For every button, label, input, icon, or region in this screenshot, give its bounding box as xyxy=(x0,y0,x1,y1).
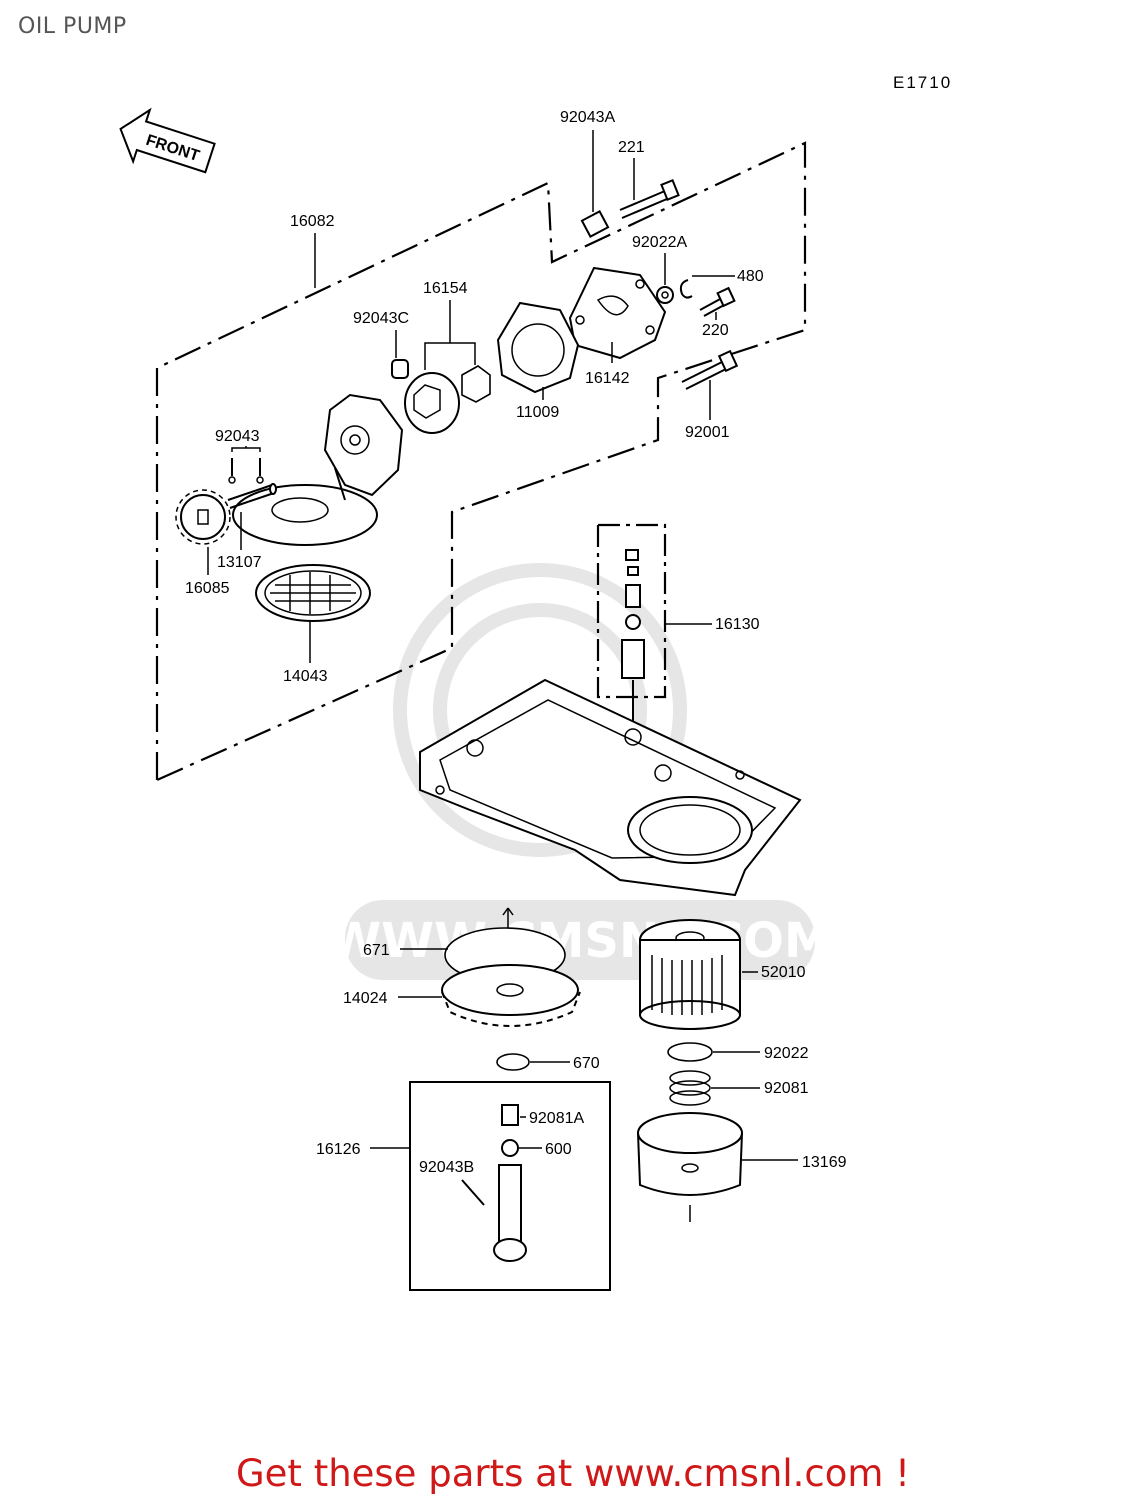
oil-pan-icon xyxy=(419,678,802,897)
label-670: 670 xyxy=(573,1055,600,1072)
label-16130: 16130 xyxy=(715,616,760,633)
label-221: 221 xyxy=(618,139,645,156)
rotor-16154-icon xyxy=(404,365,491,434)
relief-valve-outline xyxy=(596,523,667,699)
pump-cover-16142-icon xyxy=(568,266,667,360)
clip-480-icon xyxy=(679,279,693,299)
label-92022A: 92022A xyxy=(632,234,687,251)
label-92043C: 92043C xyxy=(353,310,409,327)
label-16142: 16142 xyxy=(585,370,630,387)
label-13169: 13169 xyxy=(802,1154,847,1171)
pump-body-icon xyxy=(232,393,404,546)
shaft-13107-icon xyxy=(227,483,277,509)
label-16085: 16085 xyxy=(185,580,230,597)
gasket-11009-icon xyxy=(496,301,580,394)
page-title: OIL PUMP xyxy=(18,14,127,39)
filter-cover-14024-icon xyxy=(441,964,581,1027)
label-92043: 92043 xyxy=(215,428,260,445)
bolt-221-icon xyxy=(619,179,680,219)
filter-case-13169-icon xyxy=(637,1112,743,1222)
part-labels: 92043A 221 16082 92022A 480 16154 92043C… xyxy=(185,109,847,1176)
pin-92043C-icon xyxy=(391,359,409,379)
label-16154: 16154 xyxy=(423,280,468,297)
sprocket-16085-icon xyxy=(175,489,231,545)
pins-92043-icon xyxy=(228,458,264,484)
label-14043: 14043 xyxy=(283,668,328,685)
label-671: 671 xyxy=(363,942,390,959)
collar-92043A-icon xyxy=(580,210,610,238)
bolt-220-icon xyxy=(699,286,736,317)
pump-assembly-outline xyxy=(155,141,807,782)
washer-92022A-icon xyxy=(656,286,674,304)
label-92043A: 92043A xyxy=(560,109,615,126)
label-600: 600 xyxy=(545,1141,572,1158)
label-220: 220 xyxy=(702,322,729,339)
bolt-92001-icon xyxy=(681,349,739,390)
label-13107: 13107 xyxy=(217,554,262,571)
o-ring-670-icon xyxy=(496,1053,530,1071)
oil-screen-14043-icon xyxy=(255,564,371,622)
diagram-code: E1710 xyxy=(893,73,952,92)
label-52010: 52010 xyxy=(761,964,806,981)
label-11009: 11009 xyxy=(516,404,559,421)
label-92081A: 92081A xyxy=(529,1110,584,1127)
label-16082: 16082 xyxy=(290,213,335,230)
label-92001: 92001 xyxy=(685,424,730,441)
watermark-text: WWW.CMSNL.COM xyxy=(328,913,832,969)
oil-filter-52010-icon xyxy=(639,919,741,1030)
label-92081: 92081 xyxy=(764,1080,809,1097)
label-16126: 16126 xyxy=(316,1141,361,1158)
spring-92081-icon xyxy=(669,1070,711,1106)
front-arrow-icon: FRONT xyxy=(119,107,216,174)
leader-lines xyxy=(207,130,798,1161)
bypass-valve-16126-icon xyxy=(461,1104,527,1262)
label-480: 480 xyxy=(737,268,764,285)
label-92022: 92022 xyxy=(764,1045,809,1062)
label-14024: 14024 xyxy=(343,990,388,1007)
washer-92022-icon xyxy=(667,1042,713,1062)
cmsnl-link[interactable]: Get these parts at www.cmsnl.com ! xyxy=(235,1452,910,1495)
label-92043B: 92043B xyxy=(419,1159,474,1176)
bypass-valve-outline xyxy=(409,1081,611,1291)
